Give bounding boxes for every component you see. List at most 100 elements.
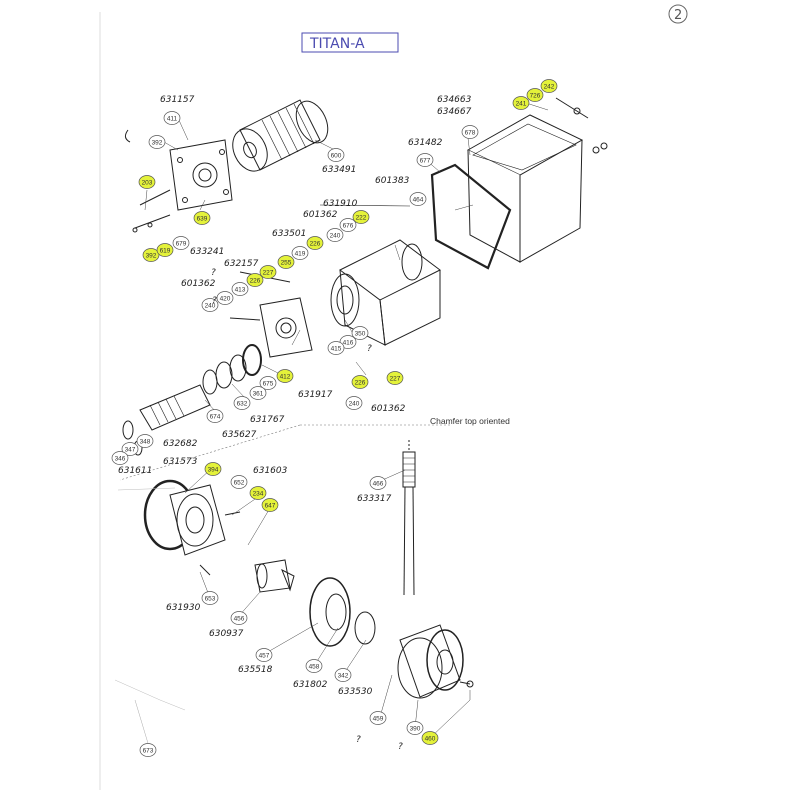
callout-label: 676 — [343, 222, 354, 229]
callout-bubble — [461, 125, 479, 139]
callout-bubble — [233, 396, 251, 410]
part-number-label: 631157 — [160, 95, 195, 105]
callout-label: 392 — [152, 139, 163, 146]
callout-411: 411 — [163, 111, 181, 125]
callout-label: 679 — [176, 240, 187, 247]
callout-bubble — [345, 396, 363, 410]
callout-bubble — [421, 731, 439, 745]
callout-bubble — [255, 648, 273, 662]
page-number-text: 2 — [674, 8, 682, 23]
callout-bubble — [230, 475, 248, 489]
callout-label: 234 — [253, 490, 264, 497]
callout-676: 676 — [339, 218, 357, 232]
callout-label: 392 — [146, 252, 157, 259]
part-number-label: 633491 — [322, 165, 356, 175]
callout-label: 456 — [234, 615, 245, 622]
callout-label: 639 — [197, 215, 208, 222]
callout-label: 348 — [140, 438, 151, 445]
callout-label: 226 — [310, 240, 321, 247]
pump-body-drawing — [229, 204, 441, 358]
callout-label: 240 — [205, 302, 216, 309]
callout-label: 240 — [330, 232, 341, 239]
callout-bubble — [193, 211, 211, 225]
callout-420: 420 — [216, 291, 234, 305]
callout-390: 390 — [406, 721, 424, 735]
callout-227: 227 — [386, 371, 404, 385]
callout-653: 653 — [201, 591, 219, 605]
callout-bubble — [259, 376, 277, 390]
callout-350: 350 — [351, 326, 369, 340]
callout-label: 394 — [208, 466, 219, 473]
callout-460: 460 — [421, 731, 439, 745]
callout-label: 390 — [410, 725, 421, 732]
callout-bubble — [351, 326, 369, 340]
callout-361: 361 — [249, 386, 267, 400]
callout-label: 411 — [167, 115, 178, 122]
callout-652: 652 — [230, 475, 248, 489]
callout-348: 348 — [136, 434, 154, 448]
callout-647: 647 — [261, 498, 279, 512]
callout-label: 420 — [220, 295, 231, 302]
part-number-label: 633317 — [357, 494, 392, 504]
callout-bubble — [369, 476, 387, 490]
callout-label: 222 — [356, 214, 367, 221]
callout-bubble — [327, 341, 345, 355]
callout-label: 226 — [250, 277, 261, 284]
callout-label: 415 — [331, 345, 342, 352]
callout-label: 413 — [235, 286, 246, 293]
callout-226: 226 — [351, 375, 369, 389]
callout-240: 240 — [345, 396, 363, 410]
callout-416: 416 — [339, 335, 357, 349]
callout-346: 346 — [111, 451, 129, 465]
callout-466: 466 — [369, 476, 387, 490]
callout-413: 413 — [231, 282, 249, 296]
callout-bubble — [216, 291, 234, 305]
shaft-assembly-drawing — [122, 344, 262, 456]
callout-456: 456 — [230, 611, 248, 625]
callout-label: 619 — [160, 247, 171, 254]
part-number-label: 631767 — [250, 415, 285, 425]
callout-242: 242 — [540, 79, 558, 93]
part-number-label: 631573 — [163, 457, 198, 467]
part-number-label: 632682 — [163, 439, 198, 449]
callout-bubble — [138, 175, 156, 189]
part-number-label: 632157 — [224, 259, 259, 269]
callout-bubble — [512, 96, 530, 110]
callout-label: 227 — [263, 269, 274, 276]
callout-label: 350 — [355, 330, 366, 337]
callout-label: 674 — [210, 413, 221, 420]
callout-bubble — [201, 591, 219, 605]
callout-label: 632 — [237, 400, 248, 407]
callout-bubble — [163, 111, 181, 125]
part-number-label: 633501 — [272, 229, 306, 239]
callout-label: 457 — [259, 652, 270, 659]
disc-wheel-drawing — [309, 577, 474, 699]
callout-bubble — [352, 210, 370, 224]
motor-drawing — [232, 99, 329, 172]
part-number-label: 631910 — [323, 199, 358, 209]
callout-label: 458 — [309, 663, 320, 670]
callout-673: 673 — [139, 743, 157, 757]
callout-bubble — [249, 386, 267, 400]
callout-bubble — [136, 434, 154, 448]
question-mark-layer: ????? — [211, 268, 403, 752]
callout-label: 459 — [373, 715, 384, 722]
callout-bubble — [306, 236, 324, 250]
callout-label: 653 — [205, 595, 216, 602]
part-number-label: 633530 — [338, 687, 373, 697]
callout-bubble — [277, 255, 295, 269]
callout-label: 673 — [143, 747, 154, 754]
callout-240: 240 — [326, 228, 344, 242]
callout-bubble — [111, 451, 129, 465]
unknown-part-mark: ? — [212, 296, 217, 306]
part-number-label: 635518 — [238, 665, 273, 675]
callout-464: 464 — [409, 192, 427, 206]
part-number-label: 601362 — [303, 210, 338, 220]
callout-392: 392 — [142, 248, 160, 262]
callout-label: 678 — [465, 129, 476, 136]
callout-bubble — [142, 248, 160, 262]
part-number-label: 631482 — [408, 138, 443, 148]
part-number-label: 631802 — [293, 680, 328, 690]
chamfer-note: Chamfer top oriented — [430, 416, 510, 426]
